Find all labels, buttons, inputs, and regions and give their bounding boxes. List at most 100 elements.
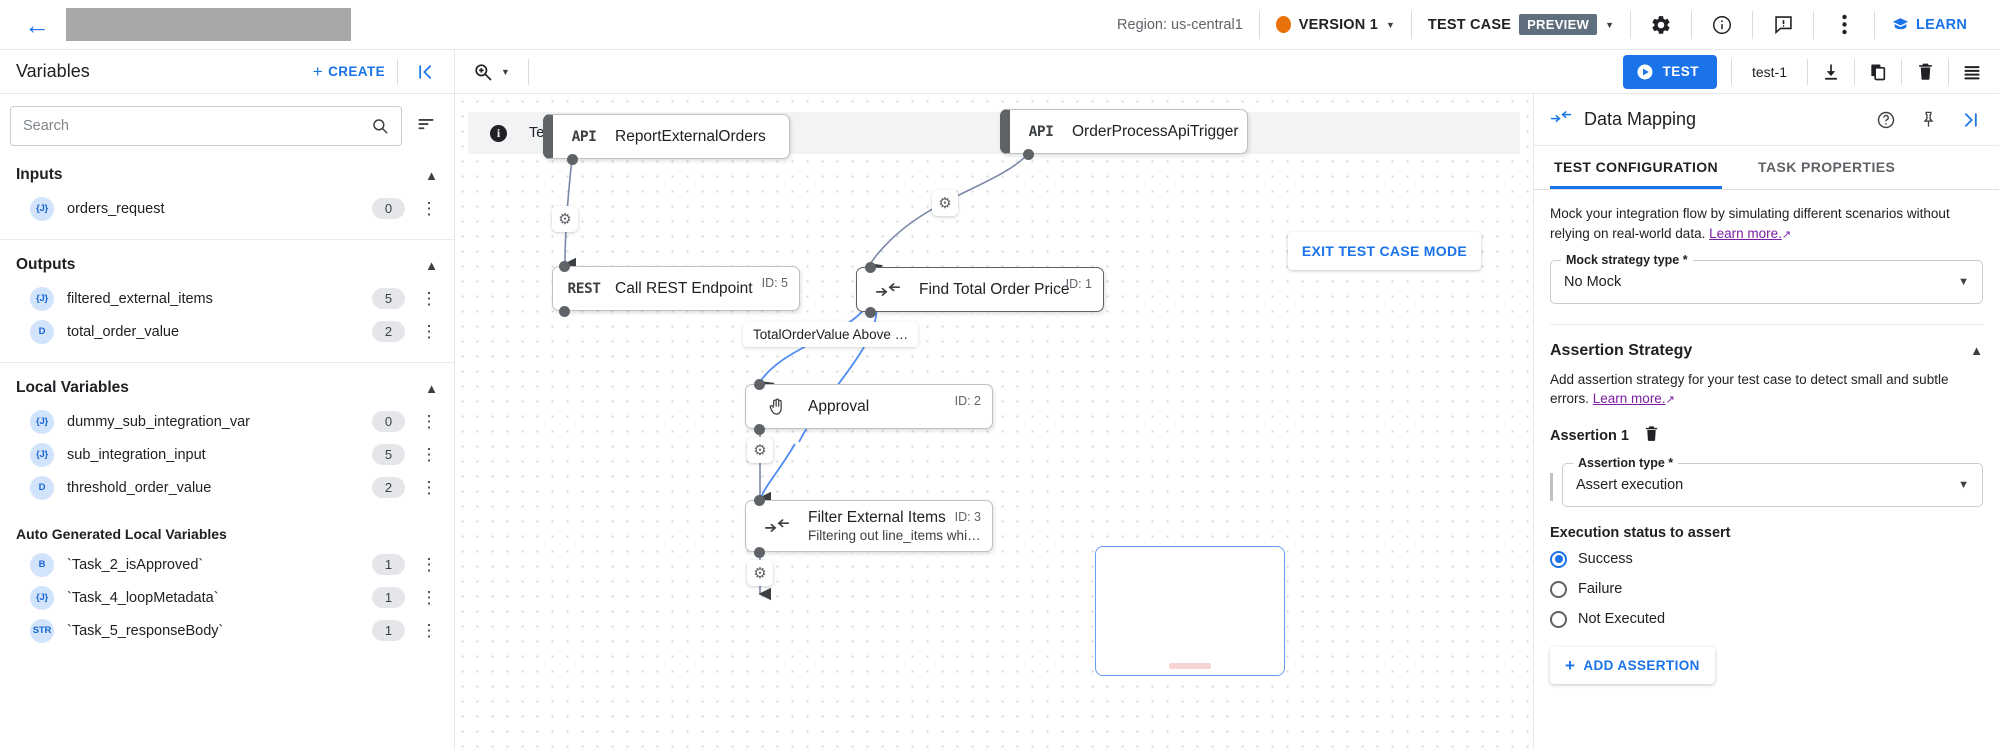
variable-name: `Task_4_loopMetadata` [67, 589, 219, 606]
test-button[interactable]: TEST [1623, 54, 1717, 89]
type-badge: {J} [30, 585, 54, 610]
help-icon[interactable] [1871, 105, 1901, 135]
selected-node-card[interactable] [1095, 546, 1285, 676]
chevron-up-icon: ▲ [1970, 343, 1983, 358]
row-menu-icon[interactable]: ⋮ [418, 446, 440, 464]
list-item[interactable]: {J} dummy_sub_integration_var 0 ⋮ [0, 405, 454, 438]
node-input-port[interactable] [754, 495, 765, 506]
list-item[interactable]: {J} `Task_4_loopMetadata` 1 ⋮ [0, 581, 454, 614]
radio-failure[interactable]: Failure [1550, 577, 1983, 601]
row-menu-icon[interactable]: ⋮ [418, 413, 440, 431]
node-approval[interactable]: Approval ID: 2 [745, 384, 993, 429]
node-output-port[interactable] [754, 424, 765, 435]
version-selector[interactable]: VERSION 1 ▼ [1260, 0, 1411, 50]
delete-icon[interactable] [1643, 425, 1660, 447]
divider [1813, 10, 1815, 39]
variables-toolbar: Variables + CREATE [0, 50, 455, 93]
api-icon: API [1028, 123, 1054, 140]
node-input-port[interactable] [865, 262, 876, 273]
divider [1854, 58, 1855, 85]
node-output-port[interactable] [559, 306, 570, 317]
more-vert-glyph: ⋮ [420, 554, 438, 574]
flow-canvas[interactable]: i Test case mode is active. Learn more.↗… [455, 94, 1533, 749]
search-box[interactable] [10, 106, 402, 146]
feedback-icon[interactable] [1769, 11, 1797, 39]
chevron-up-icon: ▲ [425, 380, 438, 396]
node-find-total-order-price[interactable]: Find Total Order Price ID: 1 [856, 267, 1104, 312]
node-output-port[interactable] [1023, 149, 1034, 160]
execution-status-title: Execution status to assert [1550, 525, 1731, 541]
mock-strategy-select[interactable]: Mock strategy type * No Mock ▼ [1550, 252, 1983, 304]
test-toolbar: TEST test-1 [1623, 50, 1999, 93]
collapse-right-icon[interactable] [1955, 105, 1985, 135]
edge-gear-icon[interactable]: ⚙ [932, 190, 958, 216]
search-input[interactable] [23, 118, 363, 134]
radio-label: Failure [1578, 581, 1623, 597]
zoom-control[interactable]: ▼ [455, 50, 528, 93]
node-order-process-api-trigger[interactable]: API OrderProcessApiTrigger [1000, 109, 1248, 154]
section-header-outputs[interactable]: Outputs ▲ [0, 240, 454, 282]
node-output-port[interactable] [567, 154, 578, 165]
edge-gear-icon[interactable]: ⚙ [747, 437, 773, 463]
menu-icon[interactable] [1949, 50, 1995, 94]
radio-button[interactable] [1550, 610, 1567, 628]
list-item[interactable]: {J} sub_integration_input 5 ⋮ [0, 438, 454, 471]
mock-learn-more-link[interactable]: Learn more. [1709, 225, 1782, 241]
row-menu-icon[interactable]: ⋮ [418, 589, 440, 607]
section-title: Local Variables [16, 379, 129, 396]
row-menu-icon[interactable]: ⋮ [418, 622, 440, 640]
row-menu-icon[interactable]: ⋮ [418, 200, 440, 218]
list-item[interactable]: D threshold_order_value 2 ⋮ [0, 471, 454, 504]
section-header-inputs[interactable]: Inputs ▲ [0, 156, 454, 192]
radio-not-executed[interactable]: Not Executed [1550, 607, 1983, 631]
radio-success[interactable]: Success [1550, 547, 1983, 571]
node-input-port[interactable] [754, 379, 765, 390]
row-menu-icon[interactable]: ⋮ [418, 554, 440, 574]
node-input-port[interactable] [559, 261, 570, 272]
list-item[interactable]: {J} filtered_external_items 5 ⋮ [0, 282, 454, 315]
panel-tabs: TEST CONFIGURATION TASK PROPERTIES [1534, 146, 1999, 190]
create-variable-button[interactable]: + CREATE [301, 63, 397, 80]
list-item[interactable]: {J} orders_request 0 ⋮ [0, 192, 454, 225]
list-item[interactable]: B `Task_2_isApproved` 1 ⋮ [0, 548, 454, 581]
edge-gear-icon[interactable]: ⚙ [747, 560, 773, 586]
list-item[interactable]: D total_order_value 2 ⋮ [0, 315, 454, 348]
back-arrow-icon[interactable]: ← [24, 9, 50, 40]
add-assertion-button[interactable]: + ADD ASSERTION [1550, 647, 1715, 684]
exit-test-case-mode-button[interactable]: EXIT TEST CASE MODE [1287, 232, 1481, 270]
copy-icon[interactable] [1855, 50, 1901, 94]
node-filter-external-items[interactable]: Filter External Items Filtering out line… [745, 500, 993, 552]
learn-button[interactable]: LEARN [1891, 15, 1967, 34]
radio-button[interactable] [1550, 580, 1567, 598]
edge-gear-icon[interactable]: ⚙ [552, 206, 578, 232]
assertion-strategy-header[interactable]: Assertion Strategy ▲ [1550, 325, 1983, 360]
node-title: Find Total Order Price [919, 280, 1070, 298]
pin-icon[interactable] [1913, 105, 1943, 135]
row-menu-icon[interactable]: ⋮ [418, 290, 440, 308]
assertion-type-select[interactable]: Assertion type * Assert execution ▼ [1562, 456, 1983, 507]
sort-icon[interactable] [412, 114, 440, 139]
more-vert-icon[interactable] [1830, 11, 1858, 39]
section-title: Inputs [16, 166, 63, 183]
list-item[interactable]: STR `Task_5_responseBody` 1 ⋮ [0, 614, 454, 647]
test-case-selector[interactable]: TEST CASE PREVIEW ▼ [1412, 0, 1630, 50]
radio-button[interactable] [1550, 550, 1567, 568]
info-icon[interactable] [1708, 11, 1736, 39]
tab-task-properties[interactable]: TASK PROPERTIES [1758, 159, 1896, 175]
download-icon[interactable] [1808, 50, 1854, 94]
row-menu-icon[interactable]: ⋮ [418, 479, 440, 497]
node-call-rest-endpoint[interactable]: REST Call REST Endpoint ID: 5 [552, 266, 800, 311]
row-menu-icon[interactable]: ⋮ [418, 323, 440, 341]
node-report-external-orders[interactable]: API ReportExternalOrders [543, 114, 790, 159]
gear-icon[interactable] [1647, 11, 1675, 39]
collapse-left-icon[interactable] [398, 62, 454, 82]
count-badge: 1 [372, 554, 405, 575]
assertion-learn-more-link[interactable]: Learn more. [1592, 391, 1666, 407]
delete-icon[interactable] [1902, 50, 1948, 94]
section-header-local-variables[interactable]: Local Variables ▲ [0, 363, 454, 405]
edge-condition-label[interactable]: TotalOrderValue Above … [743, 322, 919, 347]
node-output-port[interactable] [754, 547, 765, 558]
tab-test-configuration[interactable]: TEST CONFIGURATION [1550, 146, 1723, 189]
learn-group: LEARN [1875, 0, 1983, 50]
node-output-port[interactable] [865, 307, 876, 318]
